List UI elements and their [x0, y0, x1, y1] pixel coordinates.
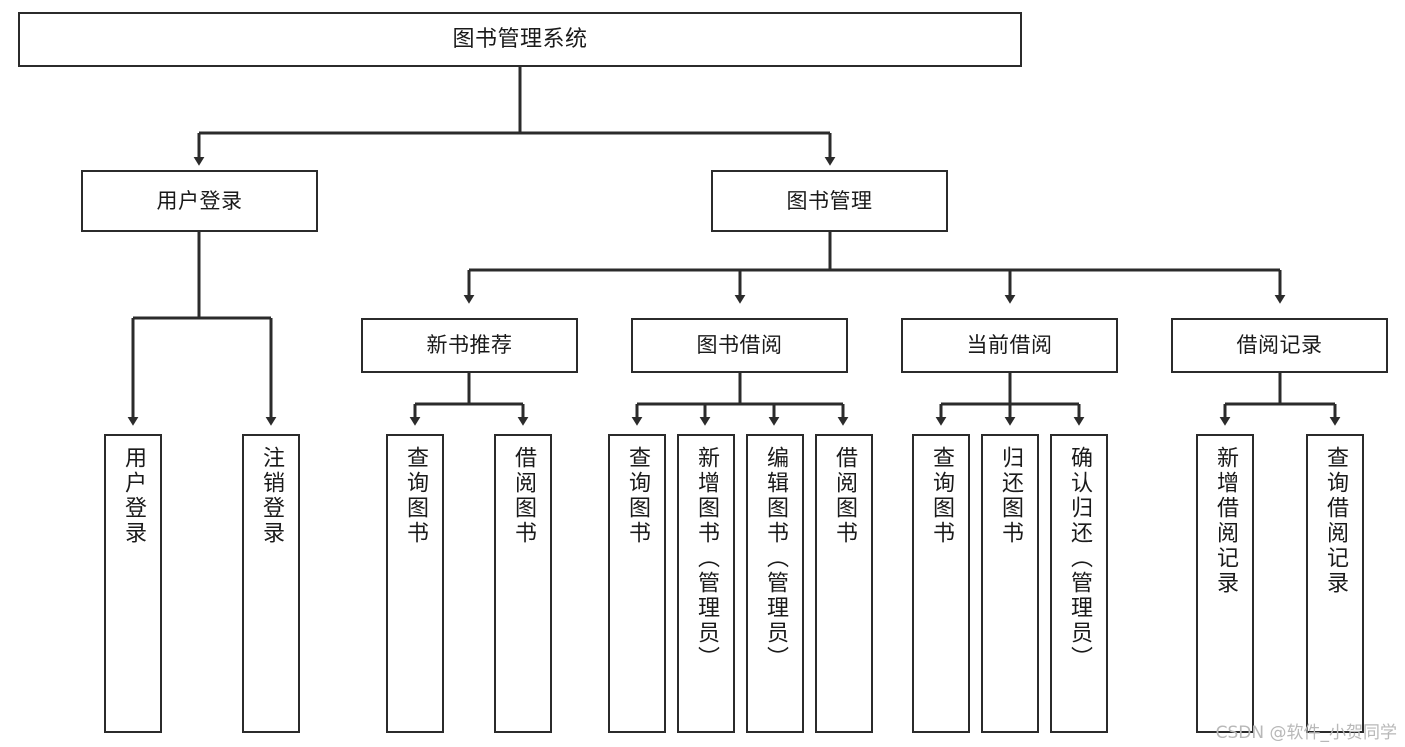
leaf-query-borrow-record[interactable]: 查询借阅记录	[1306, 434, 1364, 733]
watermark: CSDN @软件_小贺同学	[1215, 723, 1397, 743]
node-new-book-recommendation[interactable]: 新书推荐	[361, 318, 578, 373]
node-label: 查询图书	[403, 446, 428, 546]
node-current-borrow[interactable]: 当前借阅	[901, 318, 1118, 373]
node-book-borrow[interactable]: 图书借阅	[631, 318, 848, 373]
node-label: 用户登录	[156, 188, 243, 213]
node-label: 用户登录	[121, 446, 146, 546]
node-label: 新增借阅记录	[1213, 446, 1238, 596]
node-label: 新增图书（管理员）	[694, 446, 719, 671]
leaf-add-borrow-record[interactable]: 新增借阅记录	[1196, 434, 1254, 733]
leaf-logout[interactable]: 注销登录	[242, 434, 300, 733]
node-label: 查询图书	[929, 446, 954, 546]
node-user-login[interactable]: 用户登录	[81, 170, 318, 232]
leaf-borrow-book-rec[interactable]: 借阅图书	[494, 434, 552, 733]
node-label: 当前借阅	[966, 333, 1053, 358]
node-label: 借阅图书	[511, 446, 536, 546]
node-label: 归还图书	[998, 446, 1023, 546]
leaf-return-book[interactable]: 归还图书	[981, 434, 1039, 733]
node-root[interactable]: 图书管理系统	[18, 12, 1022, 67]
leaf-user-login[interactable]: 用户登录	[104, 434, 162, 733]
leaf-edit-book-admin[interactable]: 编辑图书（管理员）	[746, 434, 804, 733]
node-label: 借阅记录	[1236, 333, 1323, 358]
node-label: 注销登录	[259, 446, 284, 546]
node-label: 图书借阅	[696, 333, 783, 358]
node-label: 新书推荐	[426, 333, 513, 358]
leaf-query-book-borrow[interactable]: 查询图书	[608, 434, 666, 733]
node-label: 借阅图书	[832, 446, 857, 546]
leaf-confirm-return-admin[interactable]: 确认归还（管理员）	[1050, 434, 1108, 733]
leaf-add-book-admin[interactable]: 新增图书（管理员）	[677, 434, 735, 733]
leaf-query-book-rec[interactable]: 查询图书	[386, 434, 444, 733]
node-book-management[interactable]: 图书管理	[711, 170, 948, 232]
node-label: 确认归还（管理员）	[1067, 446, 1092, 671]
node-label: 查询图书	[625, 446, 650, 546]
node-label: 编辑图书（管理员）	[763, 446, 788, 671]
node-label: 图书管理系统	[452, 26, 588, 52]
node-label: 图书管理	[786, 188, 873, 213]
node-borrow-records[interactable]: 借阅记录	[1171, 318, 1388, 373]
leaf-borrow-book[interactable]: 借阅图书	[815, 434, 873, 733]
leaf-query-book-current[interactable]: 查询图书	[912, 434, 970, 733]
node-label: 查询借阅记录	[1323, 446, 1348, 596]
